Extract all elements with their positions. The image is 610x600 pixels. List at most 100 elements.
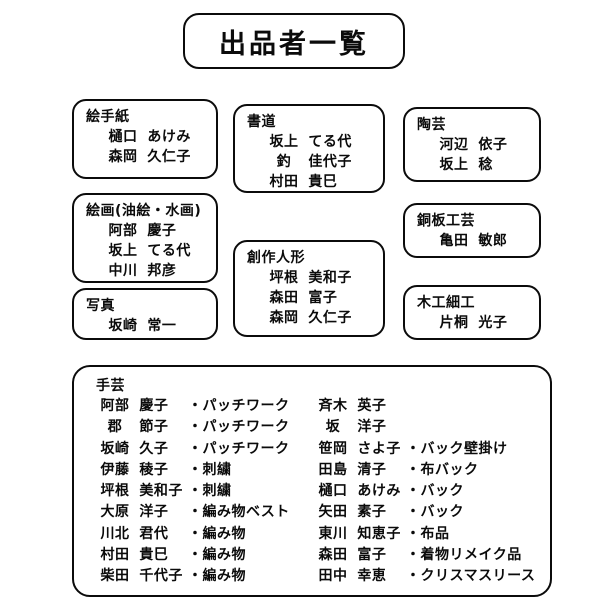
member-surname: 大原 [100,504,130,521]
member-row: 樋口 あけみ [86,128,206,148]
handicraft-item: ・バック [406,483,464,500]
handicraft-member-name: 笹岡 さよ子 [314,439,406,460]
member-surname: 坪根 [100,483,130,500]
category-box-togei: 陶芸 河辺 依子 坂上 稔 [403,107,541,182]
handicraft-row: 矢田 素子・バック [314,502,535,523]
handicraft-member-name: 田中 幸恵 [314,566,406,587]
handicraft-member-name: 坂崎 久子 [96,439,188,460]
handicraft-row: 村田 貴巳・編み物 [96,545,290,566]
handicraft-row: 坂 洋子 [314,417,535,438]
member-given: 美和子 [134,483,183,500]
category-content: 絵画(油絵・水画) 阿部 慶子 坂上 てる代 中川 邦彦 [74,195,216,288]
member-row: 阿部 慶子 [86,222,206,242]
handicraft-item: ・着物リメイク品 [406,546,522,563]
member-given: 洋子 [134,504,169,521]
category-box-mokko: 木工細工 片桐 光子 [403,285,541,340]
handicraft-item: ・刺繍 [188,483,232,500]
handicraft-item: ・編み物 [188,546,246,563]
handicraft-item: ・刺繍 [188,461,232,478]
member-given: さよ子 [352,440,401,457]
member-row: 森岡 久仁子 [86,148,206,168]
category-name: 創作人形 [247,250,305,266]
category-content: 陶芸 河辺 依子 坂上 稔 [405,109,539,182]
member-surname: 川北 [100,525,130,542]
category-box-ningyo: 創作人形 坪根 美和子 森田 富子 森岡 久仁子 [233,240,385,337]
member-surname: 阿部 [100,398,130,414]
member-given: てる代 [308,133,352,150]
member-given: 幸恵 [352,568,387,585]
category-name: 絵画(油絵・水画) [86,203,202,219]
category-box-shugei: 手芸 阿部 慶子・パッチワーク郡 節子・パッチワーク坂崎 久子・パッチワーク伊藤… [72,365,552,597]
member-surname: 片桐 [439,314,469,331]
member-row: 釣 佳代子 [247,153,373,173]
member-row: 坂上 てる代 [247,133,373,153]
member-row: 森岡 久仁子 [247,309,373,329]
category-content: 木工細工 片桐 光子 [405,287,539,340]
member-given: あけみ [352,483,401,500]
member-surname: 坂崎 [108,317,138,334]
category-box-etegami: 絵手紙 樋口 あけみ 森岡 久仁子 [72,99,218,179]
member-given: てる代 [147,242,191,259]
member-given: 貴巳 [134,546,169,563]
handicraft-item: ・パッチワーク [188,398,290,414]
member-surname: 河辺 [439,136,469,153]
member-surname: 矢田 [318,504,348,521]
member-surname: 東川 [318,525,348,542]
member-given: 久子 [134,440,169,457]
handicraft-item: ・布バック [406,461,479,478]
member-given: 久仁子 [147,148,191,165]
category-content: 写真 坂崎 常一 [74,290,216,343]
member-given: 君代 [134,525,169,542]
member-row: 森田 富子 [247,289,373,309]
member-surname: 村田 [269,173,299,190]
member-surname: 亀田 [439,232,469,249]
member-given: 佳代子 [308,153,352,170]
handicraft-member-name: 森田 富子 [314,545,406,566]
member-surname: 田島 [318,461,348,478]
handicraft-row: 樋口 あけみ・バック [314,481,535,502]
member-row: 片桐 光子 [417,314,529,334]
handicraft-row: 柴田 千代子・編み物 [96,566,290,587]
member-surname: 坂上 [439,156,469,173]
handicraft-member-name: 川北 君代 [96,524,188,545]
handicraft-member-name: 伊藤 稜子 [96,460,188,481]
member-row: 坪根 美和子 [247,269,373,289]
member-given: 千代子 [134,568,183,585]
category-name: 絵手紙 [86,109,130,125]
member-given: 慶子 [147,222,177,239]
member-given: 英子 [352,398,387,414]
member-row: 坂上 てる代 [86,242,206,262]
member-surname: 釣 [276,153,292,170]
member-surname: 阿部 [108,222,138,239]
category-content: 創作人形 坪根 美和子 森田 富子 森岡 久仁子 [235,242,383,335]
member-surname: 坂崎 [100,440,130,457]
member-given: 常一 [147,317,177,334]
category-name: 書道 [247,114,276,130]
member-given: 節子 [134,419,169,436]
member-given: 稔 [478,156,493,173]
member-surname: 樋口 [108,128,138,145]
member-surname: 伊藤 [100,461,130,478]
member-surname: 坂上 [269,133,299,150]
handicraft-item: ・パッチワーク [188,419,290,436]
handicraft-member-name: 村田 貴巳 [96,545,188,566]
handicraft-row: 東川 知恵子・布品 [314,524,535,545]
handicraft-item: ・布品 [406,525,450,542]
handicraft-item: ・クリスマスリース [406,568,536,585]
category-box-shodo: 書道 坂上 てる代 釣 佳代子 村田 貴巳 [233,104,385,193]
handicraft-row: 笹岡 さよ子・バック壁掛け [314,439,535,460]
handicraft-member-name: 郡 節子 [96,417,188,438]
member-surname: 森岡 [269,309,299,326]
handicraft-member-name: 東川 知恵子 [314,524,406,545]
member-row: 河辺 依子 [417,136,529,156]
handicraft-member-name: 坂 洋子 [314,417,406,438]
member-row: 中川 邦彦 [86,262,206,282]
member-given: 慶子 [134,398,169,414]
category-name: 手芸 [96,378,125,394]
member-given: 敏郎 [478,232,508,249]
member-given: あけみ [147,128,191,145]
handicraft-row: 伊藤 稜子・刺繍 [96,460,290,481]
handicraft-right-column: 斉木 英子坂 洋子笹岡 さよ子・バック壁掛け田島 清子・布バック樋口 あけみ・バ… [314,396,535,587]
handicraft-row: 坂崎 久子・パッチワーク [96,439,290,460]
handicraft-item: ・バック壁掛け [406,440,508,457]
